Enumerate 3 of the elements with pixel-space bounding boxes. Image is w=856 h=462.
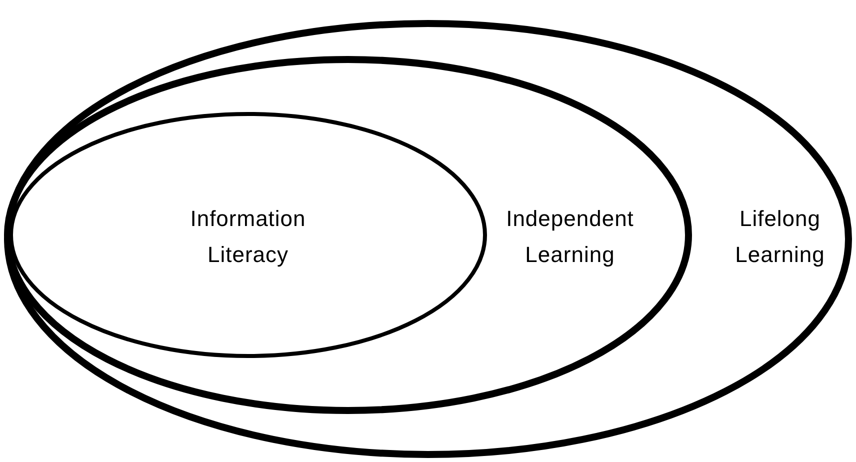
- region-label: Lifelong Learning: [734, 205, 826, 269]
- region-label: Independent Learning: [505, 205, 635, 269]
- region-label: Information Literacy: [189, 205, 307, 269]
